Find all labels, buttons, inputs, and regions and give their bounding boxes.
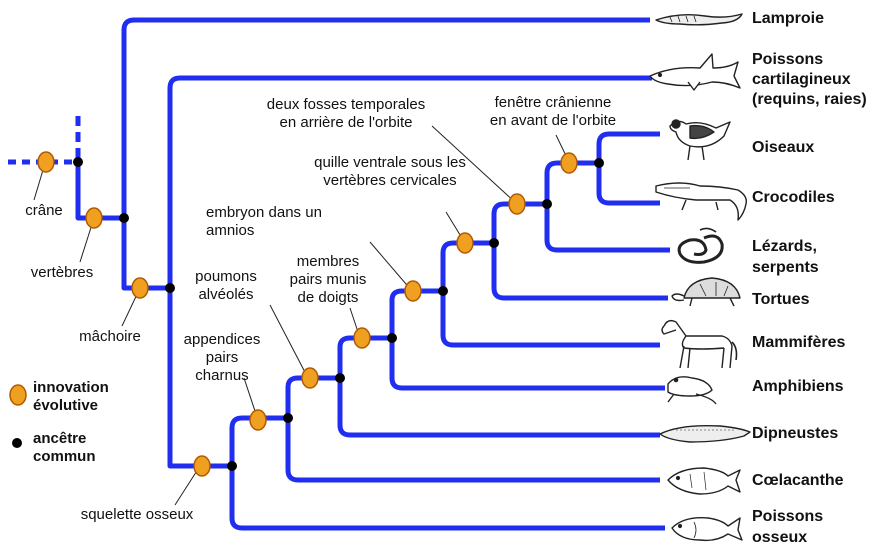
- pointer-amnios: [370, 242, 412, 291]
- innovation-squelette-osseux: [194, 456, 210, 476]
- innovation-fenetre-cranienne: [561, 153, 577, 173]
- branch-gnathostomes: [124, 218, 170, 288]
- innovation-appendices: [250, 410, 266, 430]
- bony-fish-icon: [672, 518, 742, 541]
- taxon-label-oiseaux: Oiseaux: [752, 139, 814, 157]
- root-stem: [78, 162, 124, 218]
- taxon-label-coelacanthe: Cœlacanthe: [752, 472, 844, 490]
- branch-coelacanthe: [288, 418, 660, 480]
- bird-icon: [670, 120, 730, 160]
- innovation-poumons: [302, 368, 318, 388]
- turtle-icon: [672, 278, 740, 306]
- innovation-crane: [38, 152, 54, 172]
- ancestor-node-8: [438, 286, 448, 296]
- innovation-label-squelette-osseux: squelette osseux: [81, 506, 194, 524]
- innovation-fosses-temporales: [509, 194, 525, 214]
- legend-innovation-icon: [6, 382, 30, 408]
- frog-icon: [668, 377, 716, 404]
- crocodile-icon: [656, 183, 746, 220]
- branch-poissons-osseux: [232, 466, 665, 528]
- taxon-label-lamproie: Lamproie: [752, 10, 824, 28]
- ancestor-node-5: [283, 413, 293, 423]
- innovation-label-crane: crâne: [25, 202, 63, 220]
- taxon-label-tortues: Tortues: [752, 291, 809, 309]
- snake-icon: [679, 228, 722, 262]
- innovation-machoire: [132, 278, 148, 298]
- horse-icon: [662, 321, 737, 368]
- taxon-label-dipneustes: Dipneustes: [752, 425, 838, 443]
- shark-icon: [650, 54, 740, 90]
- ancestor-node-11: [594, 158, 604, 168]
- branch-crocodiles: [599, 163, 660, 203]
- innovation-quille: [457, 233, 473, 253]
- taxon-label-crocodiles: Crocodiles: [752, 189, 835, 207]
- label-pointers: [34, 126, 569, 505]
- ancestor-node-10: [542, 199, 552, 209]
- lungfish-icon: [660, 426, 750, 442]
- ancestor-node-9: [489, 238, 499, 248]
- innovation-label-machoire: mâchoire: [79, 328, 141, 346]
- taxon-icons: [650, 14, 750, 540]
- ancestor-node-1: [73, 157, 83, 167]
- taxon-label-mammiferes: Mammifères: [752, 334, 845, 352]
- innovation-membres: [354, 328, 370, 348]
- ancestor-node-3: [165, 283, 175, 293]
- taxon-label-amphibiens: Amphibiens: [752, 378, 844, 396]
- ancestor-node-7: [387, 333, 397, 343]
- pointer-poumons: [270, 305, 308, 378]
- innovation-label-vertebres: vertèbres: [31, 264, 94, 282]
- legend-ancestor-icon: [10, 436, 24, 450]
- innovation-amnios: [405, 281, 421, 301]
- coelacanth-icon: [668, 468, 740, 494]
- branch-lezards: [547, 204, 670, 250]
- branch-oiseaux: [599, 134, 660, 163]
- ancestor-node-2: [119, 213, 129, 223]
- taxon-label-lezards-serpents: Lézards,serpents: [752, 236, 819, 278]
- ancestor-node-6: [335, 373, 345, 383]
- ancestor-node-4: [227, 461, 237, 471]
- lamprey-icon: [656, 14, 742, 25]
- innovation-vertebres: [86, 208, 102, 228]
